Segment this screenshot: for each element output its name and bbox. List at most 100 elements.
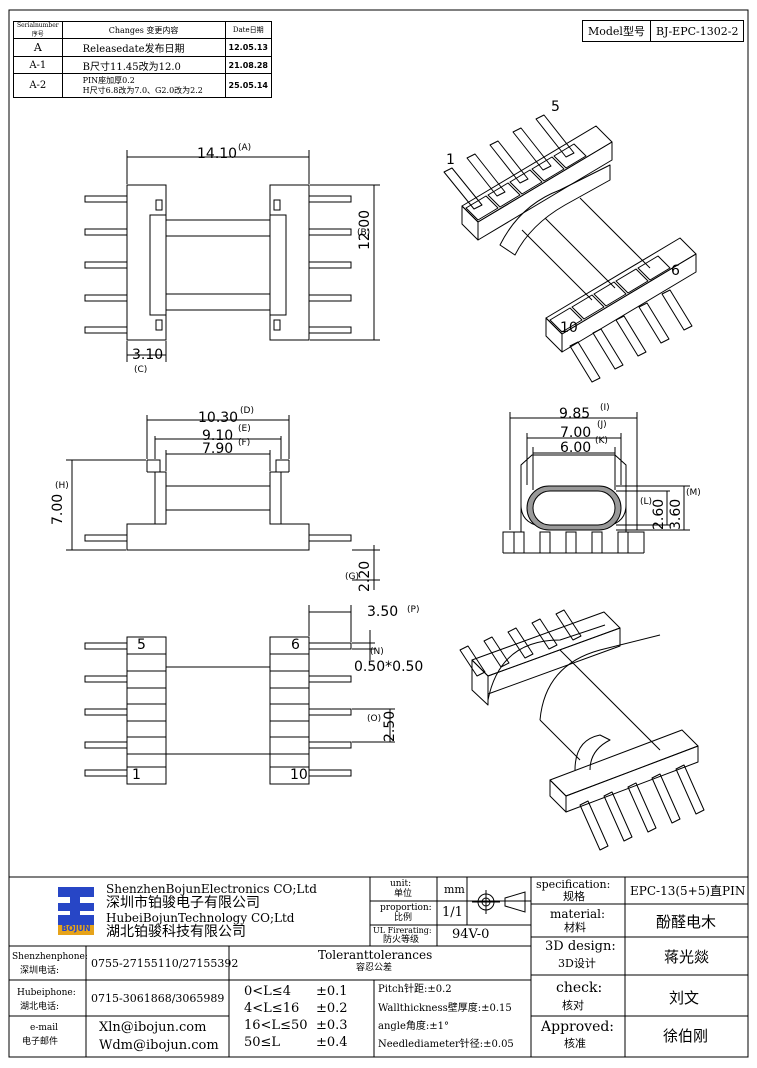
material-value: 酚醛电木 — [656, 913, 717, 931]
approved-label: Approved: — [541, 1019, 615, 1035]
tol-value: ±0.3 — [316, 1018, 348, 1033]
flange-right — [269, 636, 310, 785]
dim-g: 2.20 — [357, 560, 373, 592]
note-line: Needlediameter针径:±0.05 — [378, 1039, 514, 1050]
dim-n-tag: (N) — [370, 647, 384, 657]
email-2: Wdm@ibojun.com — [99, 1038, 219, 1053]
approved-value: 徐伯刚 — [663, 1027, 709, 1045]
front-view — [66, 415, 380, 590]
note-line: angle角度:±1° — [378, 1021, 450, 1032]
material-label: material: — [550, 907, 606, 921]
dim-j-tag: (J) — [597, 420, 607, 430]
ul-value: 94V-0 — [452, 927, 490, 942]
pin-label-6: 6 — [671, 263, 680, 279]
dim-a: 14.10 — [197, 146, 238, 162]
pins-right — [308, 642, 352, 777]
pin-label-5: 5 — [551, 99, 560, 115]
company-cn: 深圳市铂骏电子有限公司 — [106, 895, 260, 911]
rev-change-line: H尺寸6.8改为7.0、G2.0改为2.2 — [82, 85, 203, 95]
tol-value: ±0.4 — [316, 1035, 348, 1050]
dim-i-tag: (I) — [600, 403, 610, 413]
pin-label-1: 1 — [132, 767, 141, 783]
tol-range: 16<L≤50 — [244, 1018, 308, 1033]
email-label-cn: 电子邮件 — [22, 1037, 59, 1047]
revision-table: Serialnumber序号 Changes 变更内容 Date日期 A Rel… — [13, 21, 273, 98]
pin-label-5: 5 — [137, 637, 146, 653]
tol-value: ±0.2 — [316, 1001, 348, 1016]
hb-phone: 0715-3061868/3065989 — [91, 992, 225, 1005]
dim-l: 2.60 — [651, 498, 667, 530]
bojun-logo-icon — [58, 887, 94, 935]
dim-o-tag: (O) — [367, 714, 382, 724]
dim-j: 7.00 — [560, 425, 592, 441]
dim-f: 7.90 — [202, 441, 234, 457]
bottom-view — [84, 605, 395, 785]
flange-right — [269, 184, 310, 341]
unit-label-cn: 单位 — [394, 889, 413, 899]
dim-b-tag: (B) — [357, 228, 371, 238]
model-label: Model型号 — [582, 20, 651, 42]
flange-left — [126, 636, 167, 785]
proportion-label-cn: 比例 — [394, 913, 413, 923]
dim-g-tag: (G) — [345, 572, 359, 582]
model-value: BJ-EPC-1302-2 — [649, 20, 745, 42]
dim-h: 7.00 — [50, 493, 66, 525]
note-line: Pitch针距:±0.2 — [378, 984, 452, 995]
dim-e-tag: (E) — [238, 424, 251, 434]
proportion-value: 1/1 — [442, 905, 463, 920]
rev-serial: A-2 — [13, 73, 63, 98]
rev-date: 21.08.28 — [224, 56, 273, 74]
rev-change: PIN座加厚0.2 H尺寸6.8改为7.0、G2.0改为2.2 — [61, 73, 226, 98]
design-value: 蒋光燚 — [664, 948, 710, 966]
dim-p-tag: (P) — [407, 605, 420, 615]
pin-label-6: 6 — [291, 637, 300, 653]
hb-phone-label: Hubeiphone: — [17, 988, 76, 998]
sz-phone: 0755-27155110/27155392 — [91, 957, 239, 970]
company2-cn: 湖北铂骏科技有限公司 — [106, 924, 246, 940]
dim-o: 2.50 — [382, 710, 398, 742]
tol-range: 0<L≤4 — [244, 984, 291, 999]
ul-label-cn: 防火等级 — [383, 935, 420, 945]
check-label: check: — [556, 980, 603, 996]
spec-value: EPC-13(5+5)直PIN — [630, 884, 746, 898]
dim-m-tag: (M) — [686, 488, 701, 498]
email-1: Xln@ibojun.com — [99, 1020, 207, 1035]
drawing-border — [8, 9, 749, 1058]
tol-range: 4<L≤16 — [244, 1001, 300, 1016]
spec-label: specification: — [536, 878, 611, 891]
design-label: 3D design: — [545, 939, 616, 954]
dim-a-tag: (A) — [238, 143, 252, 153]
projection-symbol-icon — [472, 890, 526, 914]
approved-label-cn: 核准 — [564, 1037, 586, 1050]
pin-label-10: 10 — [290, 767, 308, 783]
dim-b: 12.00 — [357, 209, 373, 250]
dim-d: 10.30 — [198, 410, 239, 426]
dim-i: 9.85 — [559, 406, 591, 422]
pin-label-10: 10 — [560, 320, 578, 336]
pins-left — [84, 195, 128, 334]
check-value: 刘文 — [669, 989, 700, 1007]
iso-view-top — [443, 114, 697, 383]
pins-right — [308, 195, 352, 334]
top-view — [84, 150, 380, 362]
tolerance-title: Toleranttolerances — [318, 948, 433, 962]
sz-phone-label-cn: 深圳电话: — [20, 966, 60, 976]
side-view — [502, 412, 690, 554]
note-line: Wallthickness壁厚度:±0.15 — [378, 1003, 512, 1014]
unit-value: mm — [444, 883, 465, 896]
dim-e: 9.10 — [202, 428, 234, 444]
pin-label-1: 1 — [446, 152, 455, 168]
dim-m: 3.60 — [668, 498, 684, 530]
iso-view-bottom — [459, 609, 705, 851]
company2-en: HubeiBojunTechnology CO;Ltd — [106, 911, 295, 925]
flange-left — [126, 184, 167, 341]
dim-k: 6.00 — [560, 440, 592, 456]
company-en: ShenzhenBojunElectronics CO;Ltd — [106, 882, 317, 896]
dim-p: 3.50 — [367, 604, 399, 620]
sz-phone-label: Shenzhenphone: — [12, 952, 88, 962]
check-label-cn: 核对 — [562, 999, 584, 1012]
dim-c: 3.10 — [132, 347, 164, 363]
dim-d-tag: (D) — [240, 406, 254, 416]
email-label: e-mail — [30, 1023, 59, 1033]
dim-h-tag: (H) — [55, 481, 69, 491]
